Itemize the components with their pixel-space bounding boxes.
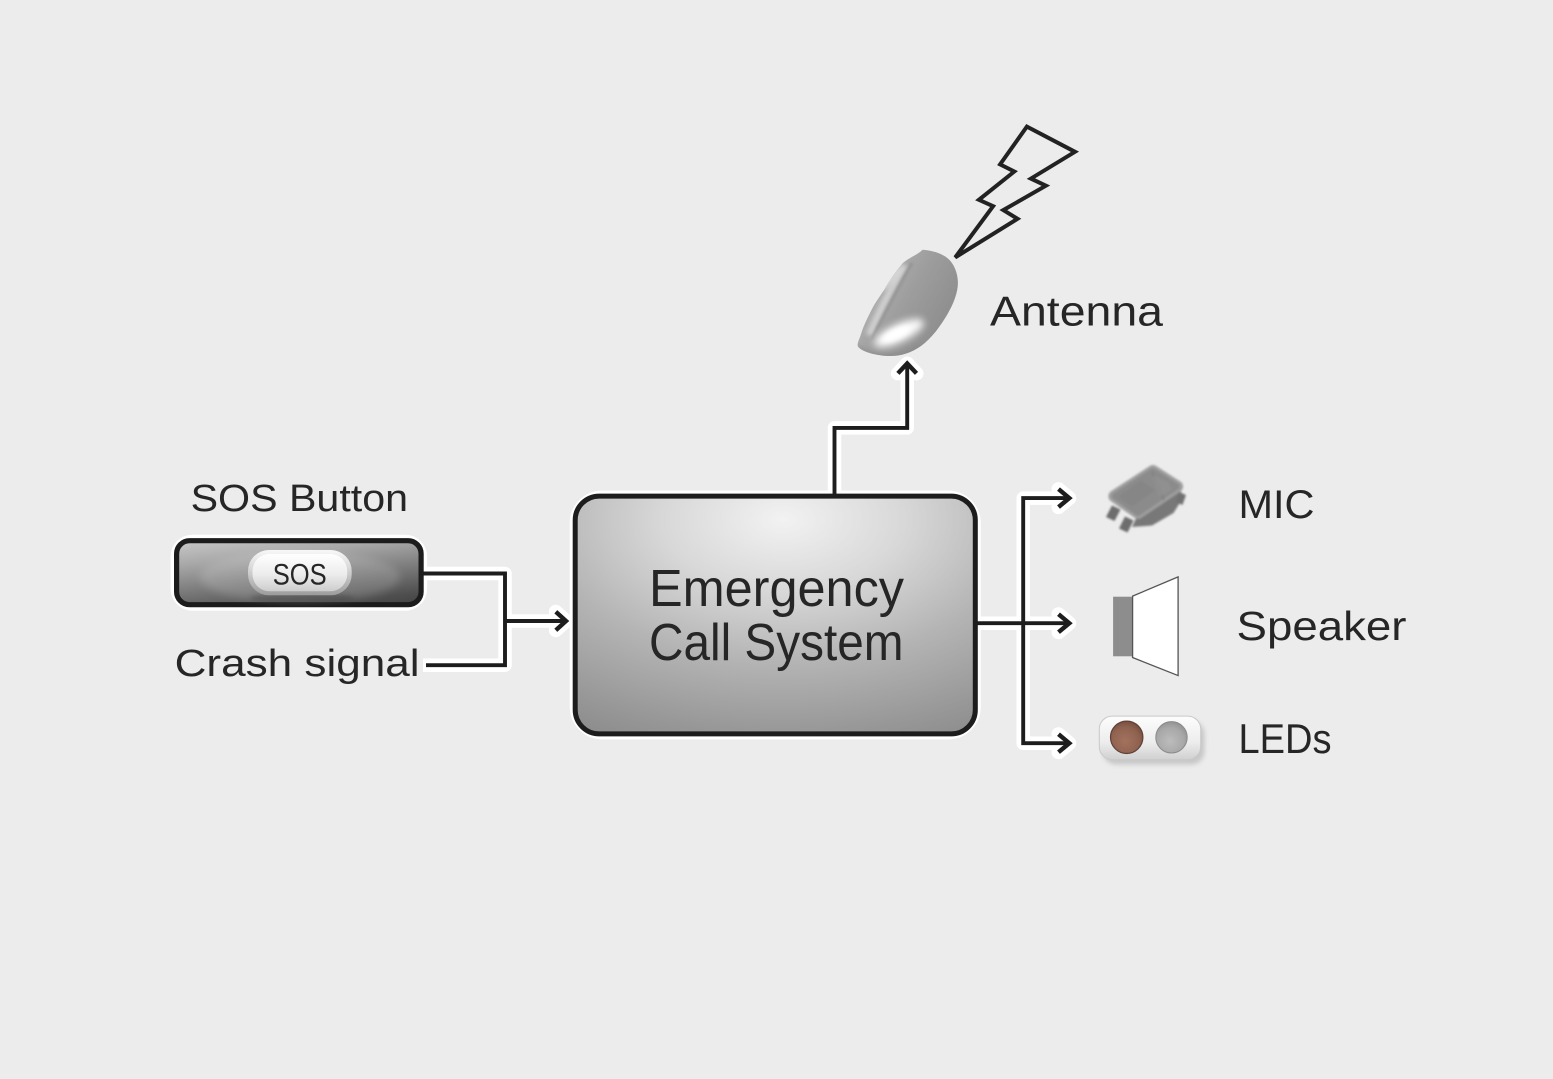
svg-text:SOS: SOS <box>273 559 327 592</box>
svg-text:Crash signal: Crash signal <box>175 643 420 685</box>
svg-text:Antenna: Antenna <box>990 287 1164 334</box>
svg-text:LEDs: LEDs <box>1239 715 1332 762</box>
svg-text:Call System: Call System <box>649 614 904 672</box>
svg-text:SOS Button: SOS Button <box>191 478 408 520</box>
svg-text:Emergency: Emergency <box>649 560 904 618</box>
svg-text:Speaker: Speaker <box>1237 603 1407 649</box>
svg-text:MIC: MIC <box>1239 483 1315 527</box>
